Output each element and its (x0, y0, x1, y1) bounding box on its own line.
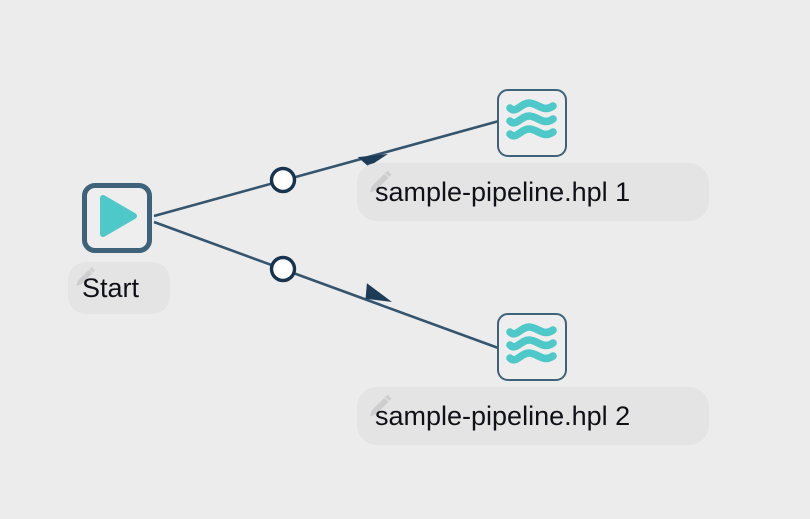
node-start-label[interactable]: Start (68, 262, 170, 314)
pencil-edit-icon (365, 391, 395, 428)
arrowhead-icon-edge-2 (365, 283, 392, 302)
node-pipeline-2-label-text: sample-pipeline.hpl 2 (375, 400, 631, 431)
hop-circle-icon-edge-1[interactable] (269, 166, 297, 194)
node-pipeline-1-label[interactable]: sample-pipeline.hpl 1 (357, 163, 709, 221)
pencil-edit-icon (365, 167, 395, 204)
node-pipeline-2[interactable] (497, 313, 567, 381)
arrowhead-icon-edge-1 (357, 154, 388, 167)
node-start[interactable] (82, 183, 152, 253)
edge-start-to-pipeline-1[interactable] (153, 119, 500, 218)
pipeline-waves-icon (504, 95, 560, 152)
pencil-edit-icon (72, 264, 98, 297)
node-pipeline-1[interactable] (497, 89, 567, 157)
node-pipeline-2-label[interactable]: sample-pipeline.hpl 2 (357, 387, 709, 445)
play-icon (94, 193, 140, 244)
node-start-label-text: Start (82, 272, 140, 303)
node-pipeline-1-label-text: sample-pipeline.hpl 1 (375, 176, 631, 207)
edge-start-to-pipeline-2[interactable] (153, 220, 502, 351)
hop-circle-icon-edge-2[interactable] (269, 255, 297, 283)
pipeline-waves-icon (504, 319, 560, 376)
